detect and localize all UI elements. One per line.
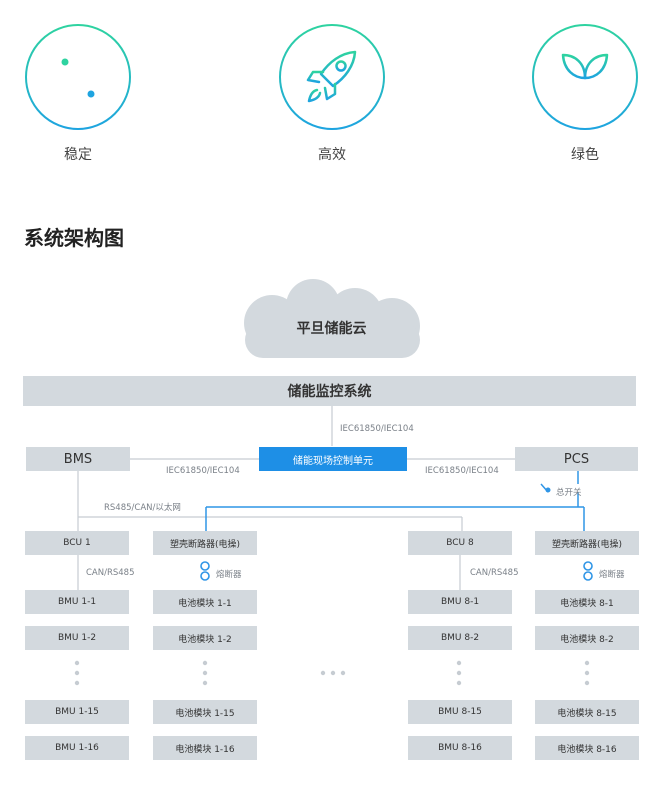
can-label: CAN/RS485 bbox=[86, 568, 135, 578]
bcu-box: BCU 1 bbox=[25, 531, 129, 555]
battery-module-box: 电池模块 1-2 bbox=[153, 626, 257, 650]
vertical-ellipsis bbox=[584, 660, 590, 686]
pcs-box: PCS bbox=[515, 447, 638, 471]
battery-module-box: 电池模块 1-1 bbox=[153, 590, 257, 614]
monitor-system-box: 储能监控系统 bbox=[23, 376, 636, 406]
fuse-label: 熔断器 bbox=[216, 570, 242, 580]
bmu-box: BMU 8-16 bbox=[408, 736, 512, 760]
battery-module-box: 电池模块 8-1 bbox=[535, 590, 639, 614]
bmu-box: BMU 1-2 bbox=[25, 626, 129, 650]
rocket-icon bbox=[279, 24, 385, 130]
vertical-ellipsis bbox=[74, 660, 80, 686]
feature-label: 稳定 bbox=[64, 147, 92, 163]
battery-module-box: 电池模块 8-16 bbox=[535, 736, 639, 760]
feature-label: 高效 bbox=[318, 147, 346, 163]
main-switch-icon bbox=[545, 487, 551, 493]
vertical-ellipsis bbox=[456, 660, 462, 686]
protocol-label-right: IEC61850/IEC104 bbox=[425, 466, 499, 476]
fuse-icon bbox=[583, 561, 593, 581]
bmu-box: BMU 8-2 bbox=[408, 626, 512, 650]
bms-box: BMS bbox=[26, 447, 130, 471]
bmu-box: BMU 1-16 bbox=[25, 736, 129, 760]
bmu-box: BMU 8-1 bbox=[408, 590, 512, 614]
main-switch-label: 总开关 bbox=[556, 488, 582, 498]
battery-module-box: 电池模块 1-15 bbox=[153, 700, 257, 724]
sprout-icon bbox=[532, 24, 638, 130]
protocol-label-left: IEC61850/IEC104 bbox=[166, 466, 240, 476]
vertical-ellipsis bbox=[202, 660, 208, 686]
cloud-label: 平旦储能云 bbox=[296, 321, 367, 337]
feature-stable: 稳定 bbox=[23, 22, 133, 164]
protocol-label-top: IEC61850/IEC104 bbox=[340, 424, 414, 434]
feature-green: 绿色 bbox=[530, 22, 640, 164]
feature-efficient: 高效 bbox=[277, 22, 387, 164]
section-title: 系统架构图 bbox=[24, 226, 124, 250]
waveform-bars-icon bbox=[25, 24, 131, 130]
bcu-box: BCU 8 bbox=[408, 531, 512, 555]
can-label: CAN/RS485 bbox=[470, 568, 519, 578]
breaker-box: 塑壳断路器(电操) bbox=[535, 531, 639, 555]
control-unit-box: 储能现场控制单元 bbox=[259, 447, 407, 471]
bmu-box: BMU 1-15 bbox=[25, 700, 129, 724]
bmu-box: BMU 8-15 bbox=[408, 700, 512, 724]
battery-module-box: 电池模块 8-2 bbox=[535, 626, 639, 650]
feature-label: 绿色 bbox=[571, 147, 599, 163]
breaker-box: 塑壳断路器(电操) bbox=[153, 531, 257, 555]
battery-module-box: 电池模块 8-15 bbox=[535, 700, 639, 724]
cloud-shape bbox=[244, 279, 420, 358]
battery-module-box: 电池模块 1-16 bbox=[153, 736, 257, 760]
bmu-box: BMU 1-1 bbox=[25, 590, 129, 614]
horizontal-ellipsis bbox=[320, 670, 346, 676]
fuse-icon bbox=[200, 561, 210, 581]
bus-label: RS485/CAN/以太网 bbox=[104, 503, 181, 513]
fuse-label: 熔断器 bbox=[599, 570, 625, 580]
